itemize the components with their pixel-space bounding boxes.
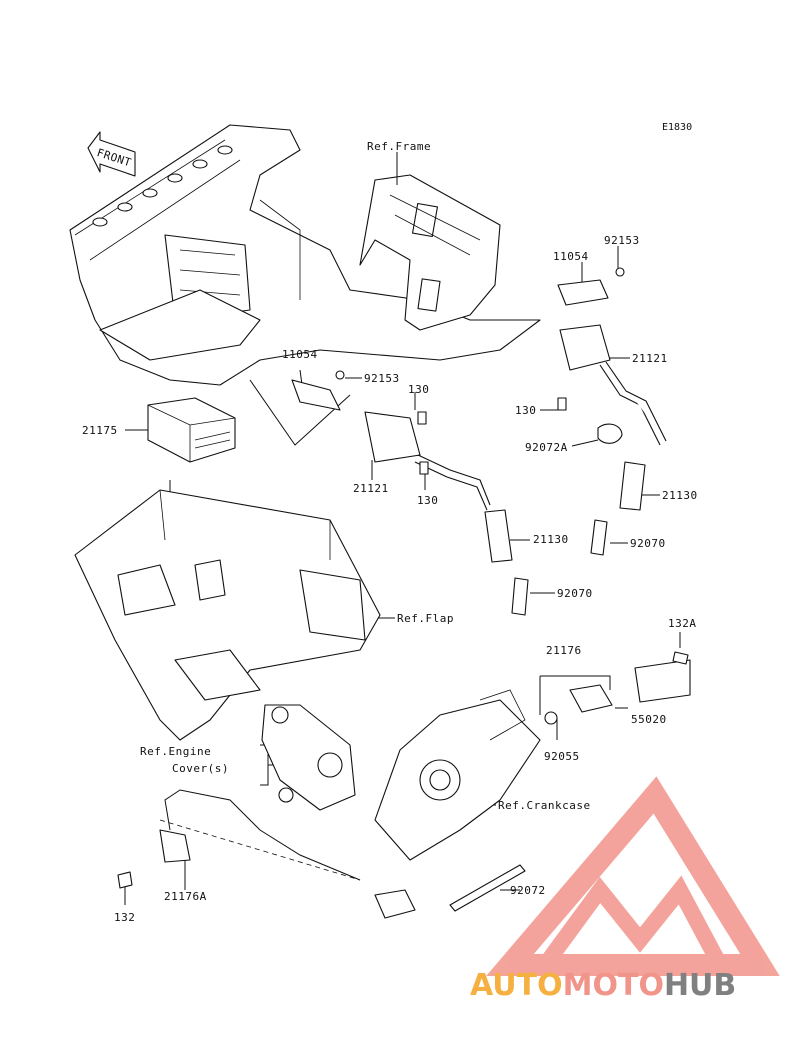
watermark-hub: HUB	[664, 968, 736, 1003]
label-92153-right: 92153	[604, 234, 640, 247]
label-130-right: 130	[515, 404, 536, 417]
watermark-brand: AUTOMOTOHUB	[470, 968, 736, 1003]
label-92153-left: 92153	[364, 372, 400, 385]
label-130-left-bottom: 130	[417, 494, 438, 507]
ignition-coil-left	[291, 370, 491, 511]
label-132a: 132A	[668, 617, 697, 630]
label-55020: 55020	[631, 713, 667, 726]
crankcase	[374, 689, 541, 861]
label-21130-left: 21130	[533, 533, 569, 546]
cable-tie-92072	[449, 864, 526, 912]
spark-plug-right	[590, 519, 608, 556]
frame-bracket	[359, 174, 501, 331]
watermark-moto: MOTO	[563, 968, 664, 1003]
clamp-right	[597, 423, 623, 444]
o-ring	[278, 787, 294, 803]
label-ref-flap: Ref.Flap	[397, 612, 454, 625]
label-ref-frame: Ref.Frame	[367, 140, 431, 153]
part-labels: Ref.Frame 11054 92153 21121 130 92072A 2…	[82, 140, 698, 924]
ecu-box	[147, 397, 236, 463]
label-11054-left: 11054	[282, 348, 318, 361]
label-cover-s: Cover(s)	[172, 762, 229, 775]
label-21175: 21175	[82, 424, 118, 437]
label-11054-right: 11054	[553, 250, 589, 263]
label-21121-right: 21121	[632, 352, 668, 365]
label-92072a: 92072A	[525, 441, 568, 454]
sensor-21176a	[159, 789, 416, 919]
engine-cover	[261, 704, 356, 811]
label-92072: 92072	[510, 884, 546, 897]
label-21176: 21176	[546, 644, 582, 657]
diagram-code: E1830	[662, 122, 692, 133]
plug-cap-right	[619, 461, 646, 511]
spark-plug-left	[511, 577, 529, 616]
bracket-55020	[634, 651, 691, 703]
label-21176a: 21176A	[164, 890, 207, 903]
label-132: 132	[114, 911, 135, 924]
label-130-left-top: 130	[408, 383, 429, 396]
label-21130-right: 21130	[662, 489, 698, 502]
label-92070-right: 92070	[630, 537, 666, 550]
flap-tray	[74, 489, 381, 741]
watermark-logo-icon	[486, 776, 780, 976]
plug-cap-left	[484, 509, 513, 563]
label-ref-crankcase: Ref.Crankcase	[498, 799, 591, 812]
frame-holes	[92, 145, 233, 227]
ignition-coil-right	[557, 267, 667, 446]
label-ref-engine: Ref.Engine	[140, 745, 211, 758]
bolt-132	[117, 871, 133, 889]
label-21121-left: 21121	[353, 482, 389, 495]
watermark-auto: AUTO	[470, 968, 563, 1003]
label-92070-left: 92070	[557, 587, 593, 600]
label-92055: 92055	[544, 750, 580, 763]
front-arrow-icon: FRONT	[87, 131, 136, 177]
crank-sensor-21176	[544, 684, 613, 725]
svg-text:AUTOMOTOHUB: AUTOMOTOHUB	[470, 968, 736, 1003]
